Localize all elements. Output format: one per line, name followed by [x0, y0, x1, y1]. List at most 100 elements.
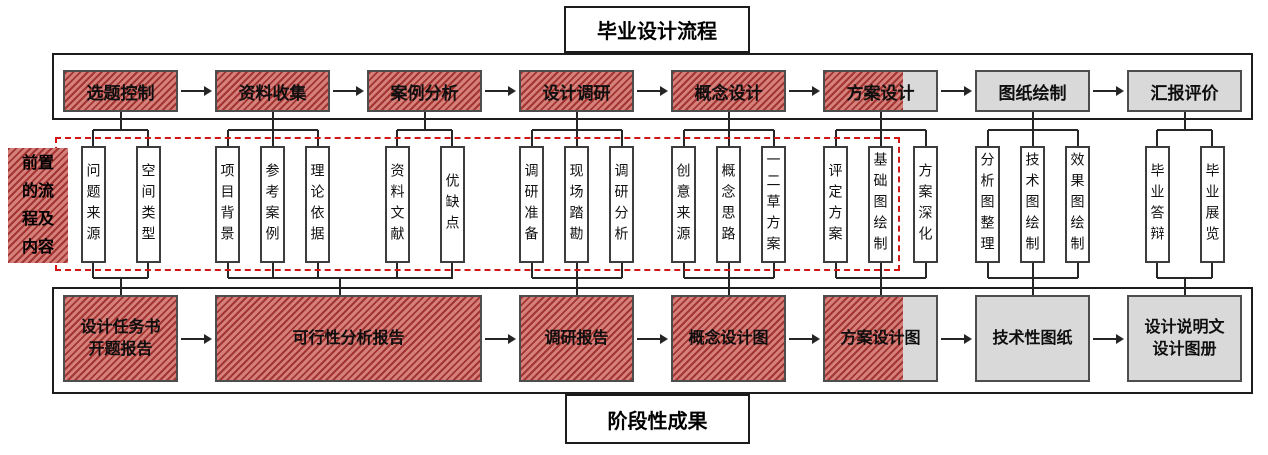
stage-arrow-head	[660, 86, 668, 96]
stage-arrow-head	[508, 86, 516, 96]
stage-box-6: 方案设计	[823, 70, 938, 112]
stage-label: 案例分析	[390, 83, 459, 103]
side-label-line: 程及	[21, 210, 54, 228]
output-arrow	[485, 338, 510, 340]
output-label: 设计说明文	[1144, 318, 1225, 336]
connector-stage-stub	[272, 112, 274, 130]
output-arrow-head	[1116, 334, 1124, 344]
output-box-7: 设计说明文设计图册	[1127, 295, 1242, 382]
stage-box-5: 概念设计	[671, 70, 786, 112]
top-flow-frame	[52, 53, 1253, 120]
output-box-5: 方案设计图	[823, 295, 938, 382]
stage-arrow-head	[356, 86, 364, 96]
substep-label: 问题来源	[85, 162, 102, 247]
stage-box-1: 选题控制	[63, 70, 178, 112]
substep-label: 技术图绘制	[1024, 152, 1041, 257]
connector-stage-stub	[120, 112, 122, 130]
connector-col-stub	[987, 130, 989, 146]
connector-output-stub	[576, 278, 578, 295]
substep-label: 资料文献	[389, 162, 406, 247]
partial-hatch-fill	[825, 72, 903, 110]
connector-col-stub	[987, 263, 989, 278]
substep-box: 技术图绘制	[1020, 146, 1045, 263]
side-label-line: 前置	[21, 154, 54, 172]
substep-box: 分析图整理	[975, 146, 1000, 263]
output-box-3: 调研报告	[519, 295, 634, 382]
stage-arrow-head	[204, 86, 212, 96]
substep-label: 方案深化	[917, 162, 934, 247]
substep-box: 一二草方案	[761, 146, 786, 263]
bottom-title: 阶段性成果	[565, 394, 750, 444]
substep-label: 空间类型	[140, 162, 157, 247]
stage-arrow	[637, 90, 662, 92]
stage-box-7: 图纸绘制	[975, 70, 1090, 112]
substep-box: 优缺点	[440, 146, 465, 263]
preprocess-side-label: 前置 的流 程及 内容	[8, 148, 68, 263]
output-label: 设计任务书	[80, 318, 161, 336]
side-label-line: 内容	[21, 238, 54, 256]
substep-box: 资料文献	[385, 146, 410, 263]
connector-top-bracket	[1157, 129, 1212, 131]
substep-label: 参考案例	[264, 162, 281, 247]
stage-label: 图纸绘制	[998, 83, 1067, 103]
output-box-4: 概念设计图	[671, 295, 786, 382]
substep-box: 毕业展览	[1200, 146, 1225, 263]
substep-label: 毕业答辩	[1149, 162, 1166, 247]
connector-stage-stub	[880, 112, 882, 130]
output-box-2: 可行性分析报告	[215, 295, 482, 382]
substep-label: 毕业展览	[1204, 162, 1221, 247]
substep-box: 现场踏勘	[564, 146, 589, 263]
stage-arrow	[1093, 90, 1118, 92]
connector-col-stub	[1211, 130, 1213, 146]
connector-output-stub	[880, 278, 882, 295]
output-label: 开题报告	[88, 340, 153, 358]
output-label: 方案设计图	[840, 329, 921, 347]
stage-label: 汇报评价	[1150, 83, 1219, 103]
connector-top-bracket	[397, 129, 452, 131]
output-arrow	[941, 338, 966, 340]
connector-col-stub	[1077, 263, 1079, 278]
stage-label: 设计调研	[542, 83, 611, 103]
substep-box: 评定方案	[823, 146, 848, 263]
substep-label: 一二草方案	[765, 152, 782, 257]
stage-label: 方案设计	[846, 83, 915, 103]
connector-top-bracket	[93, 129, 148, 131]
connector-stage-stub	[424, 112, 426, 130]
substep-box: 基础图绘制	[868, 146, 893, 263]
side-label-line: 的流	[21, 182, 54, 200]
output-arrow-head	[964, 334, 972, 344]
output-arrow-head	[508, 334, 516, 344]
substep-box: 调研分析	[609, 146, 634, 263]
output-box-6: 技术性图纸	[975, 295, 1090, 382]
substep-box: 概念思路	[716, 146, 741, 263]
stage-box-2: 资料收集	[215, 70, 330, 112]
substep-label: 调研分析	[613, 162, 630, 247]
substep-label: 项目背景	[219, 162, 236, 247]
stage-box-8: 汇报评价	[1127, 70, 1242, 112]
output-arrow-head	[660, 334, 668, 344]
substep-box: 参考案例	[260, 146, 285, 263]
bottom-results-frame	[52, 287, 1253, 394]
stage-box-3: 案例分析	[367, 70, 482, 112]
connector-col-stub	[1156, 130, 1158, 146]
output-arrow	[181, 338, 206, 340]
connector-col-stub	[925, 263, 927, 278]
stage-label: 概念设计	[694, 83, 763, 103]
stage-arrow-head	[812, 86, 820, 96]
stage-label: 资料收集	[238, 83, 307, 103]
output-arrow-head	[812, 334, 820, 344]
substep-box: 方案深化	[913, 146, 938, 263]
connector-stage-stub	[728, 112, 730, 130]
connector-stage-stub	[576, 112, 578, 130]
substep-box: 效果图绘制	[1065, 146, 1090, 263]
substep-box: 项目背景	[215, 146, 240, 263]
connector-col-stub	[1156, 263, 1158, 278]
substep-box: 空间类型	[136, 146, 161, 263]
partial-hatch-fill	[825, 297, 903, 380]
output-box-1: 设计任务书开题报告	[63, 295, 178, 382]
output-arrow	[789, 338, 814, 340]
connector-col-stub	[1077, 130, 1079, 146]
substep-label: 评定方案	[827, 162, 844, 247]
connector-output-stub	[1184, 278, 1186, 295]
